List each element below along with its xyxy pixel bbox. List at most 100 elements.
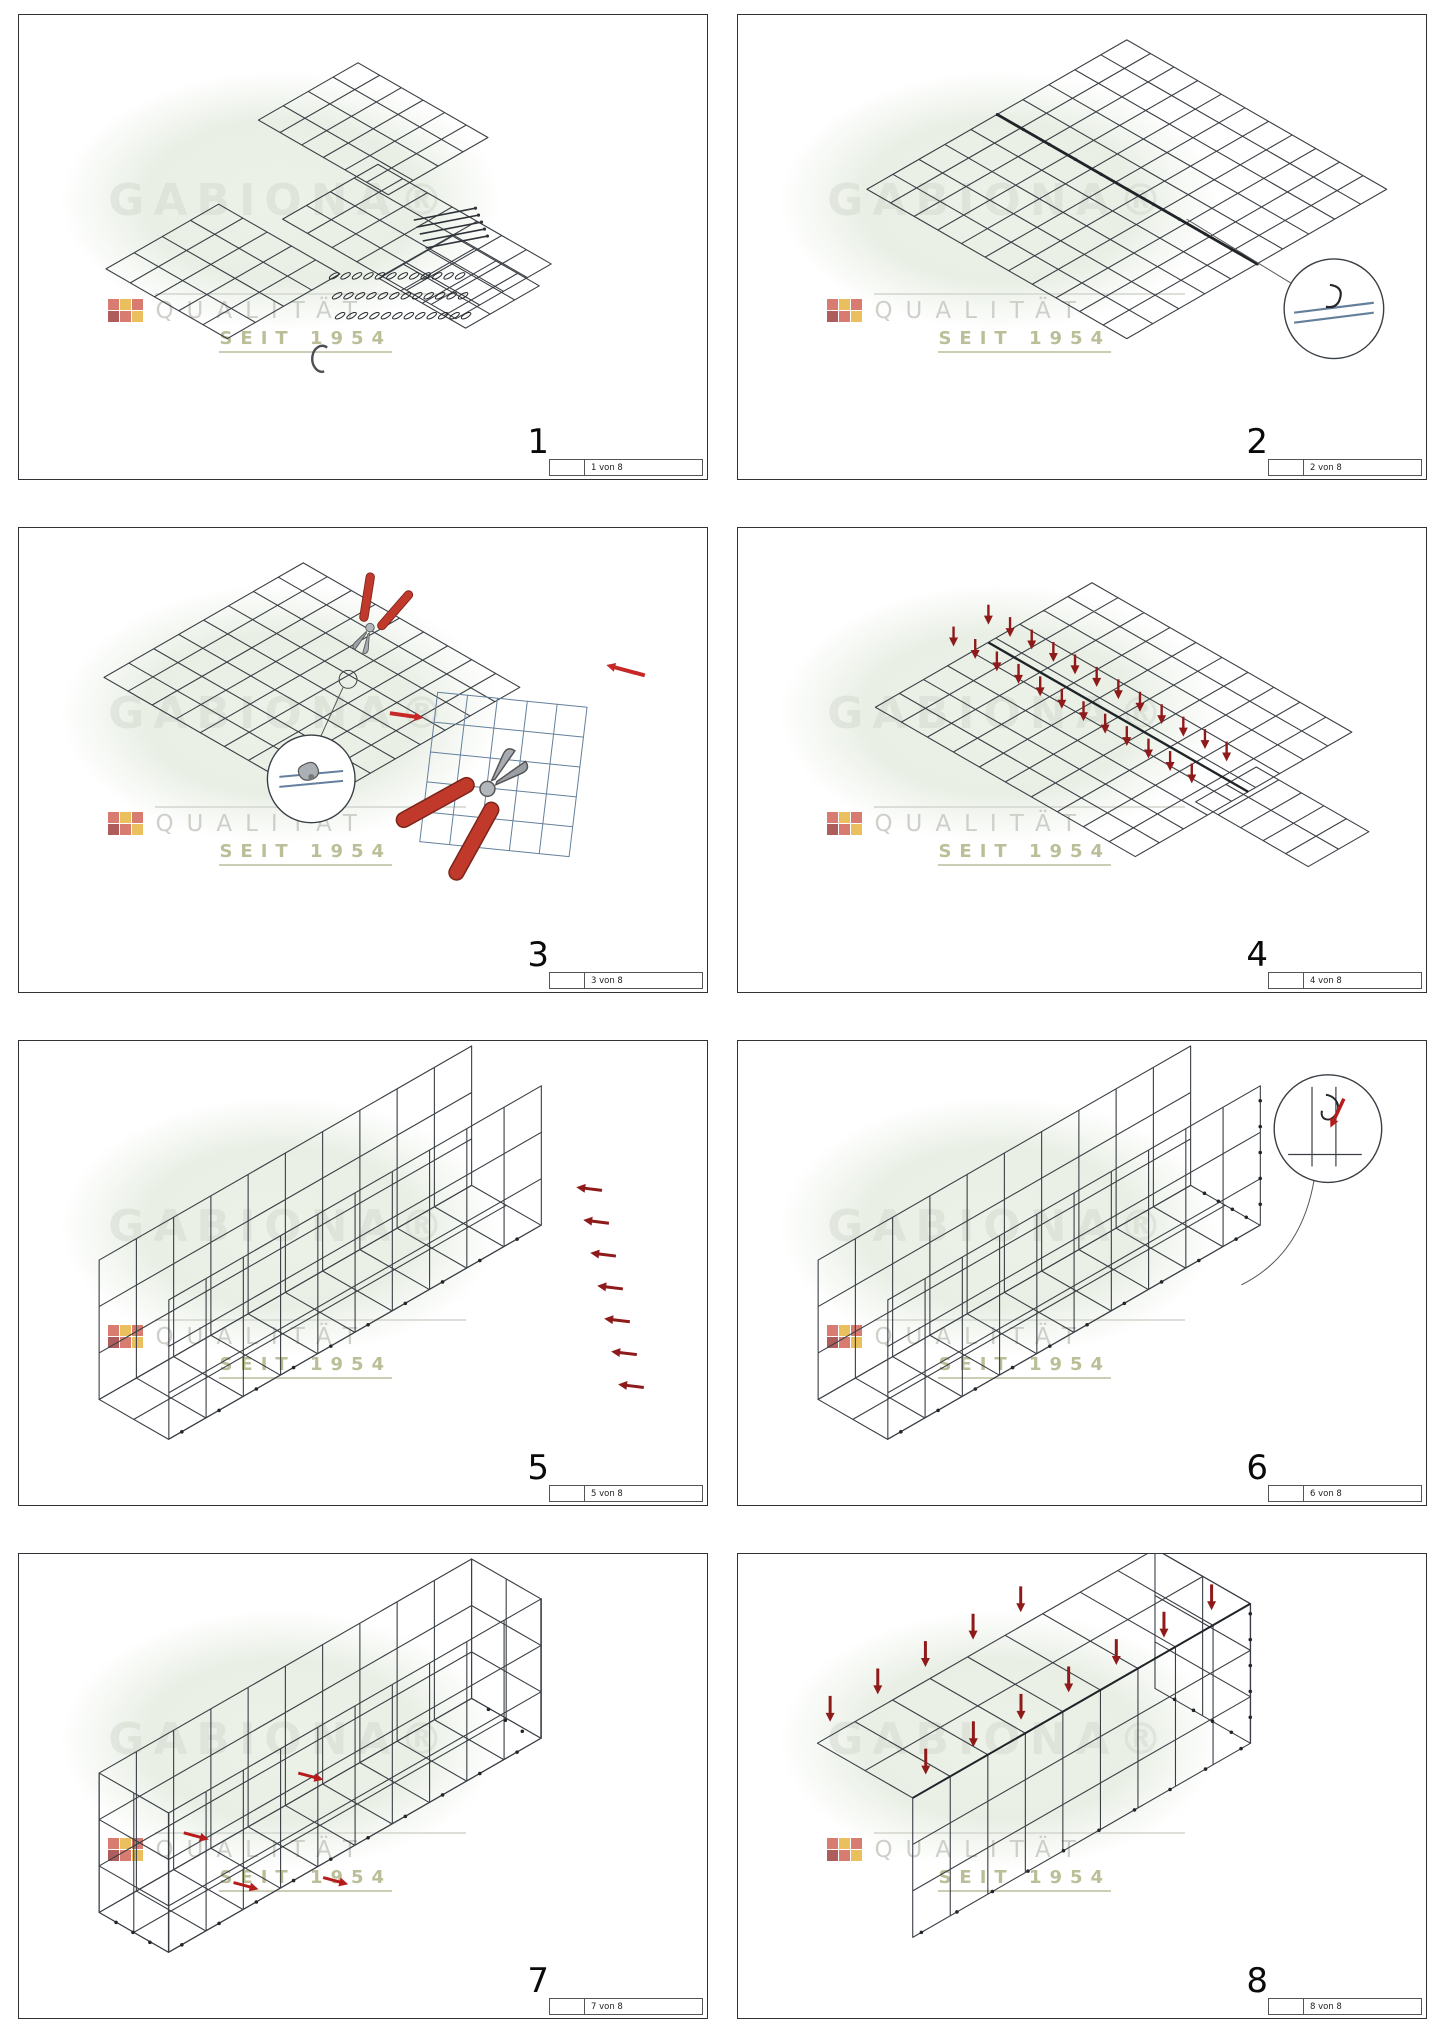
spiral-clip [426,311,437,320]
spiral-clip [340,272,351,280]
step-1-drawing [19,15,707,373]
page-indicator: 7 von 8 [591,2001,623,2012]
page-indicator: 2 von 8 [1310,462,1342,473]
title-block-cell [1269,1486,1304,1501]
spiral-clip [431,272,443,280]
wire-mesh-panel [1196,767,1369,867]
clip-dot [1248,1611,1253,1616]
direction-arrow [606,663,646,678]
panel-step-2: GABIONA® QUALITÄT SEIT 1954 2 2 von 8 [737,14,1427,480]
direction-arrow [1187,763,1197,784]
clip-dot [180,1430,184,1434]
clip-dot [1073,157,1077,161]
direction-arrow [611,1348,638,1358]
wire-mesh-panel [875,583,1351,857]
direction-arrow [597,1282,624,1292]
direction-arrow [1207,1584,1217,1611]
tension-rod [416,214,479,228]
clip-dot [1229,1730,1234,1735]
clip-dot [1229,247,1233,251]
clip-dot [1258,1098,1263,1103]
leader-line [1241,1180,1315,1286]
spiral-clip [380,311,392,320]
step-number: 6 [1246,1448,1268,1488]
direction-arrow [1222,741,1232,762]
clip-dot [440,1793,445,1797]
clip-dot [114,1920,118,1925]
spiral-clip [366,292,377,300]
direction-arrow [1143,738,1153,759]
direction-arrow [1200,729,1210,750]
seam-wire [987,641,1249,793]
direction-arrow [1122,726,1132,747]
clip-dot [1097,1828,1101,1833]
wire-mesh-panel [817,1554,1250,1798]
direction-arrow [1016,1693,1026,1720]
direction-arrow [576,1183,603,1193]
clip-dot [403,1301,408,1306]
clip-dot [955,1910,959,1914]
clip-dot [217,1921,221,1926]
panel-step-6: GABIONA® QUALITÄT SEIT 1954 6 6 von 8 [737,1040,1427,1506]
direction-arrow [1048,642,1058,662]
clip-dot [291,1878,296,1883]
title-block-cell [1269,973,1304,988]
clip-dot [1026,1869,1030,1873]
wire-mesh-panel [99,1046,471,1399]
lid-edge-wire [912,1602,1251,1799]
direction-arrow [1079,701,1088,722]
tension-rod [425,235,488,249]
sheet-number-box: 2 von 8 [1268,459,1422,476]
sheet-number-box: 7 von 8 [549,1998,703,2015]
clip-dot [254,1900,259,1904]
clip-dot [520,1729,525,1734]
leader-line [1186,218,1293,285]
clip-dot [478,1258,482,1263]
title-block-cell [1269,460,1304,475]
spiral-clip [420,272,431,280]
direction-arrow [873,1668,883,1695]
spiral-clip [400,292,412,300]
direction-arrow [618,1380,644,1390]
spiral-clip [397,272,409,280]
title-block-cell [1269,1999,1304,2014]
panel-step-7: GABIONA® QUALITÄT SEIT 1954 7 7 von 8 [18,1553,708,2019]
clip-dot [1258,1202,1263,1207]
clip-dot [366,1322,370,1327]
spiral-clip [403,311,415,320]
clip-dot [1085,1322,1089,1327]
spiral-clip [334,311,346,320]
clip-dot [515,1237,519,1241]
direction-arrow [1135,691,1145,712]
panel-step-5: GABIONA® QUALITÄT SEIT 1954 5 5 von 8 [18,1040,708,1506]
wire-mesh-panel [913,1604,1251,1938]
clip-dot [973,1387,978,1391]
wire-mesh-panel [99,1773,168,1952]
clip-dot [291,1365,296,1370]
detail-callout-content [1293,283,1374,324]
wire-mesh-panel [379,236,539,328]
step-4-drawing [738,528,1426,992]
direction-arrow [920,1641,930,1668]
clip-dot [1216,1199,1221,1204]
clip-dot [1061,1848,1066,1853]
direction-arrow [1330,1098,1346,1128]
spiral-clip [446,292,457,300]
wire-mesh-panel [283,164,552,318]
spiral-clip [454,272,466,280]
clip-dot [1248,1663,1253,1668]
wire-mesh-panel [888,1086,1260,1439]
clip-dot [1048,1344,1052,1348]
clip-dot [919,1930,924,1935]
clip-dot [936,1408,940,1413]
clip-dot [478,1771,482,1776]
clip-dot [1159,1280,1164,1284]
wire-mesh-panel [818,1185,1260,1439]
title-block-cell [550,973,585,988]
clip-dot [1248,1689,1253,1694]
clip-dot [1244,1215,1249,1220]
spiral-clip [423,292,434,300]
spiral-clip [409,272,420,280]
step-5-drawing [19,1041,644,1505]
spiral-clip [457,292,469,300]
